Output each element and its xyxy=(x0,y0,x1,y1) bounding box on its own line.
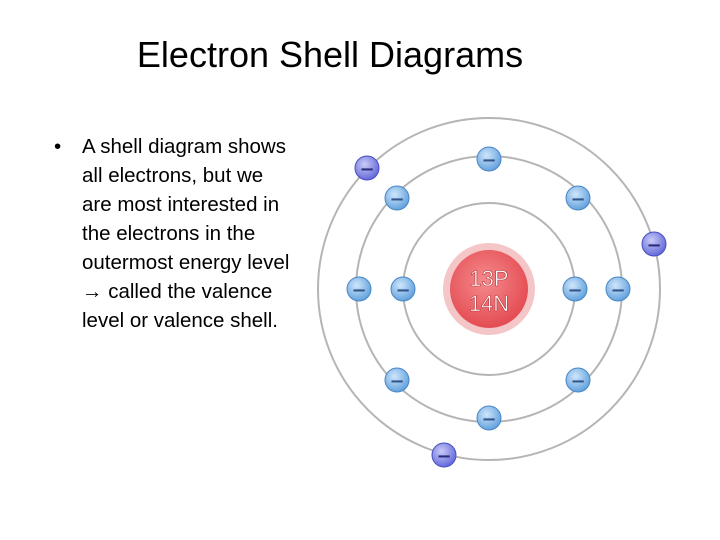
svg-text:−: − xyxy=(570,189,585,210)
svg-text:−: − xyxy=(351,280,366,301)
svg-text:−: − xyxy=(567,280,582,301)
svg-text:−: − xyxy=(395,280,410,301)
nucleus-protons-label: 13P xyxy=(469,266,508,291)
svg-text:−: − xyxy=(389,371,404,392)
svg-text:−: − xyxy=(481,409,496,430)
svg-text:−: − xyxy=(389,189,404,210)
nucleus-neutrons-label: 14N xyxy=(469,291,509,316)
svg-text:−: − xyxy=(610,280,625,301)
valence-electron: − xyxy=(432,443,456,467)
electron: − xyxy=(566,186,590,210)
electron: − xyxy=(385,368,409,392)
electron: − xyxy=(477,147,501,171)
electron: − xyxy=(385,186,409,210)
svg-text:−: − xyxy=(481,150,496,171)
valence-electron: − xyxy=(642,232,666,256)
electron: − xyxy=(606,277,630,301)
electron: − xyxy=(566,368,590,392)
electron: − xyxy=(391,277,415,301)
svg-text:−: − xyxy=(646,235,661,256)
electron: − xyxy=(347,277,371,301)
svg-text:−: − xyxy=(570,371,585,392)
electron: − xyxy=(477,406,501,430)
valence-electron: − xyxy=(355,156,379,180)
electron: − xyxy=(563,277,587,301)
svg-text:−: − xyxy=(359,159,374,180)
svg-text:−: − xyxy=(436,446,451,467)
